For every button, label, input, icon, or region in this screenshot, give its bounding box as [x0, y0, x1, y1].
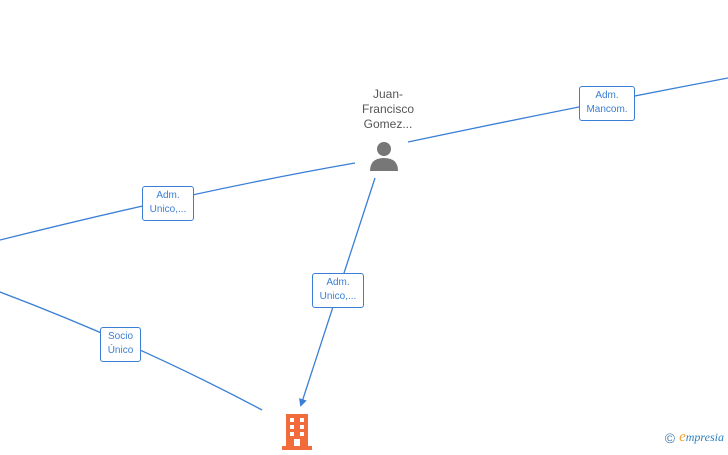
edge-label-line: Único [107, 345, 134, 356]
person-name[interactable]: Juan- Francisco Gomez... [338, 87, 438, 132]
edge-label-line: Adm. [595, 90, 619, 101]
person-icon[interactable] [368, 140, 400, 172]
edge-label-line: Adm. [326, 277, 350, 288]
edge-label-line: Socio [107, 331, 133, 342]
copyright-icon: © [664, 429, 676, 446]
brand-logo-e: e [679, 429, 686, 445]
edge-label-adm-unico-left[interactable]: Adm. Unico,... [142, 186, 194, 221]
edge-label-line: Unico,... [319, 291, 357, 302]
edge-label-adm-mancom[interactable]: Adm. Mancom. [579, 86, 635, 121]
person-name-line: Gomez... [363, 117, 413, 131]
person-name-line: Francisco [361, 102, 414, 116]
edge-person-to-right [407, 77, 728, 143]
empresia-watermark: © empresia [665, 429, 724, 446]
brand-logo-text: mpresia [685, 430, 724, 444]
edge-label-adm-unico-center[interactable]: Adm. Unico,... [312, 273, 364, 308]
brand-logo: empresia [679, 429, 724, 446]
building-icon[interactable] [280, 414, 314, 450]
edge-label-line: Unico,... [149, 204, 187, 215]
edge-label-line: Mancom. [586, 104, 628, 115]
person-name-line: Juan- [372, 87, 404, 101]
edge-label-line: Adm. [156, 190, 180, 201]
edge-label-socio-unico[interactable]: Socio Único [100, 327, 141, 362]
